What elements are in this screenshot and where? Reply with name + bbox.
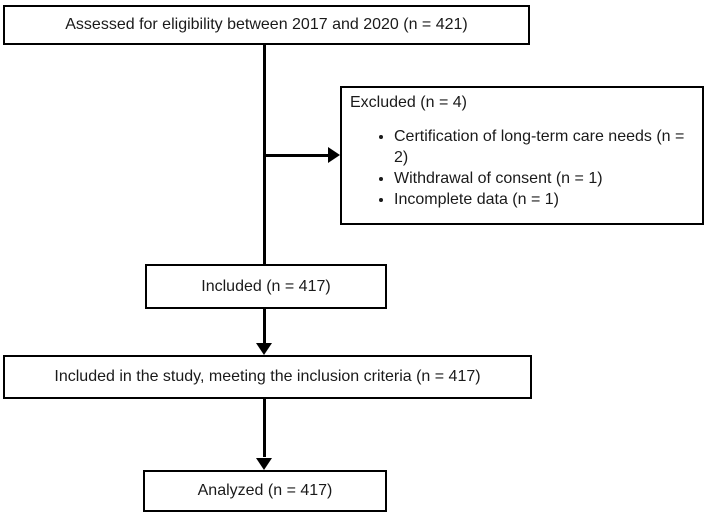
arrowhead-down-icon bbox=[256, 458, 272, 470]
excluded-bullet-list: Certification of long-term care needs (n… bbox=[350, 126, 692, 210]
arrowhead-right-icon bbox=[328, 147, 340, 163]
excluded-bullet-item: Certification of long-term care needs (n… bbox=[394, 126, 692, 168]
box-included: Included (n = 417) bbox=[145, 264, 387, 309]
arrowhead-down-icon bbox=[256, 343, 272, 355]
box-included-label: Included (n = 417) bbox=[201, 277, 331, 295]
connector-included-to-inclusion bbox=[263, 309, 266, 343]
box-inclusion-label: Included in the study, meeting the inclu… bbox=[54, 368, 481, 385]
excluded-bullet-item: Withdrawal of consent (n = 1) bbox=[394, 168, 692, 189]
excluded-bullet-item: Incomplete data (n = 1) bbox=[394, 189, 692, 210]
box-assessed-label: Assessed for eligibility between 2017 an… bbox=[65, 16, 468, 33]
connector-inclusion-to-analyzed bbox=[263, 399, 266, 457]
box-excluded-title: Excluded (n = 4) bbox=[350, 94, 467, 111]
box-excluded: Excluded (n = 4) Certification of long-t… bbox=[340, 86, 704, 225]
connector-branch-to-excluded bbox=[264, 154, 328, 157]
box-analyzed-label: Analyzed (n = 417) bbox=[197, 482, 333, 499]
box-assessed-eligibility: Assessed for eligibility between 2017 an… bbox=[3, 5, 530, 45]
box-analyzed: Analyzed (n = 417) bbox=[143, 470, 387, 512]
box-inclusion-criteria: Included in the study, meeting the inclu… bbox=[3, 355, 532, 399]
